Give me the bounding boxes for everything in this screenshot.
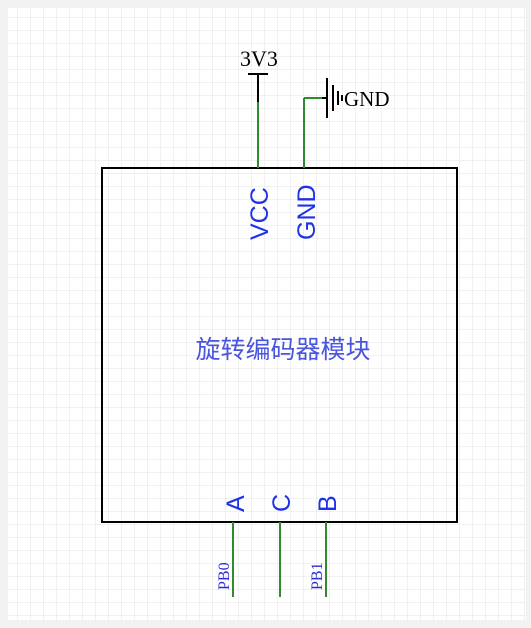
pin-label-gnd: GND bbox=[293, 184, 321, 240]
pin-label-vcc: VCC bbox=[246, 187, 274, 240]
grid-lines bbox=[8, 8, 526, 620]
pin-label-b: B bbox=[314, 495, 342, 512]
pin-label-a: A bbox=[222, 495, 250, 512]
net-label-pb0: PB0 bbox=[216, 562, 233, 590]
ground-icon bbox=[322, 78, 343, 118]
pin-label-c: C bbox=[268, 494, 296, 512]
vcc-net-label: 3V3 bbox=[240, 46, 278, 71]
net-label-pb1: PB1 bbox=[309, 562, 326, 590]
gnd-net-label: GND bbox=[344, 87, 390, 111]
module-label: 旋转编码器模块 bbox=[195, 336, 370, 364]
